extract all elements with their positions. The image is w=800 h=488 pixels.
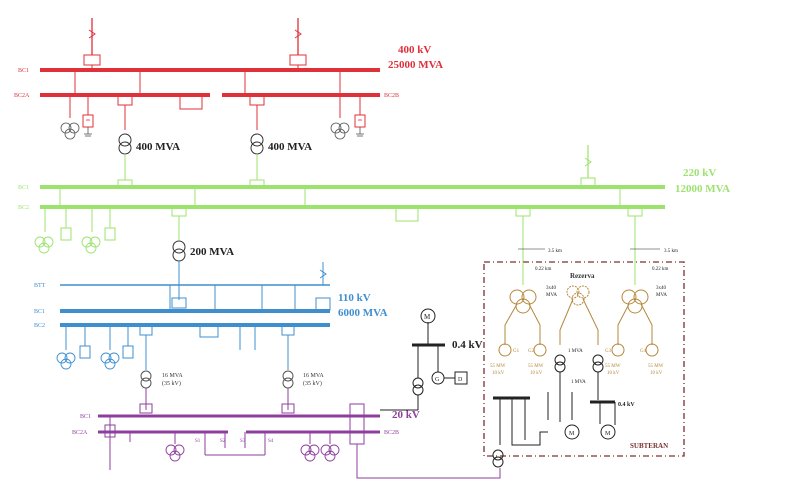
label-tr-left-unit: MVA: [546, 293, 557, 298]
label-220-bc2: BC2: [18, 205, 29, 211]
label-switch-s2: S2: [220, 439, 226, 444]
subteran-motor-1: M: [569, 431, 575, 437]
subteran-transformers: [498, 285, 659, 357]
label-20-bc2b: BC2B: [384, 430, 399, 436]
label-220-voltage: 220 kV: [683, 167, 716, 179]
label-line-right: 3.5 km: [664, 249, 678, 254]
level-110kv: [56, 262, 331, 370]
label-cable-right: 0.22 km: [652, 267, 669, 272]
label-aux-tr: 1 MVA: [568, 349, 583, 354]
label-gen-g2: G2: [528, 349, 535, 354]
subteran-hv-connections: [518, 248, 660, 285]
label-line-left: 3.5 km: [548, 249, 562, 254]
label-gen-kv-3: 10 kV: [607, 371, 620, 376]
label-110-bc1: BC1: [34, 309, 45, 315]
label-400-bc2a: BC2A: [14, 93, 30, 99]
label-switch-s3: S3: [240, 439, 246, 444]
lv-diesel-letter: D: [458, 377, 463, 383]
subteran-motor-2: M: [605, 431, 611, 437]
label-t16-right: 16 MVA: [303, 373, 324, 379]
label-t16-left: 16 MVA: [162, 373, 183, 379]
label-cable-left: 0.22 km: [535, 267, 552, 272]
label-400-bc1: BC1: [18, 68, 29, 74]
label-20-bc1: BC1: [80, 414, 91, 420]
local-transformer-400-left: [60, 122, 92, 140]
lv-section: [380, 308, 468, 411]
label-tr-right: 3x40: [656, 286, 667, 291]
subteran-reserve-label: Rezerva: [570, 272, 595, 280]
label-gen-mw-3: 55 MW: [605, 364, 621, 369]
lv-generator-letter: G: [435, 377, 440, 383]
label-400-voltage: 400 kV: [398, 44, 431, 56]
subteran-aux: [492, 354, 616, 468]
label-gen-kv-1: 10 kV: [492, 371, 505, 376]
label-t200: 200 MVA: [190, 246, 234, 258]
label-20-voltage: 20 kV: [392, 409, 420, 421]
subteran-title: SUBTERAN: [630, 442, 668, 450]
label-switch-s1: S1: [195, 439, 201, 444]
label-gen-g3: G3: [605, 349, 612, 354]
label-110-btt: BTT: [34, 283, 46, 289]
label-gen-kv-4: 10 kV: [650, 371, 663, 376]
label-t400-left: 400 MVA: [136, 141, 180, 153]
label-tr-right-unit: MVA: [656, 293, 667, 298]
label-t16-right-kv: (35 kV): [303, 380, 322, 387]
transformer-110-20-right: [282, 370, 294, 410]
label-t400-right: 400 MVA: [268, 141, 312, 153]
label-20-bc2a: BC2A: [72, 430, 88, 436]
label-220-power: 12000 MVA: [675, 183, 730, 195]
transformer-400-220-right: [250, 133, 264, 180]
label-lv-voltage: 0.4 kV: [452, 339, 483, 351]
level-20kv: [98, 403, 501, 479]
label-220-bc1: BC1: [18, 185, 29, 191]
label-400-power: 25000 MVA: [388, 59, 443, 71]
label-aux-tr-2: 1 MVA: [571, 380, 586, 385]
transformer-220-110: [172, 240, 186, 300]
label-gen-kv-2: 10 kV: [530, 371, 543, 376]
local-transformer-400-right: [330, 122, 364, 140]
label-110-voltage: 110 kV: [338, 292, 371, 304]
label-gen-g4: G4: [640, 349, 647, 354]
label-switch-s4: S4: [268, 439, 274, 444]
label-gen-g1: G1: [513, 349, 520, 354]
subteran-frame: [483, 261, 685, 457]
label-t16-left-kv: (35 kV): [162, 380, 181, 387]
label-tr-left: 3x40: [546, 286, 557, 291]
label-110-power: 6000 MVA: [338, 307, 388, 319]
transformer-110-20-left: [140, 370, 152, 410]
label-gen-mw-1: 55 MW: [490, 364, 506, 369]
label-gen-mw-2: 55 MW: [528, 364, 544, 369]
label-gen-mw-4: 55 MW: [648, 364, 664, 369]
transformer-400-220-left: [118, 133, 132, 180]
label-aux-voltage: 0.4 kV: [618, 402, 635, 408]
level-220kv: [34, 145, 665, 262]
level-400kv: [40, 18, 380, 130]
label-400-bc2b: BC2B: [384, 93, 399, 99]
label-110-bc2: BC2: [34, 323, 45, 329]
lv-motor-letter: M: [424, 313, 431, 321]
